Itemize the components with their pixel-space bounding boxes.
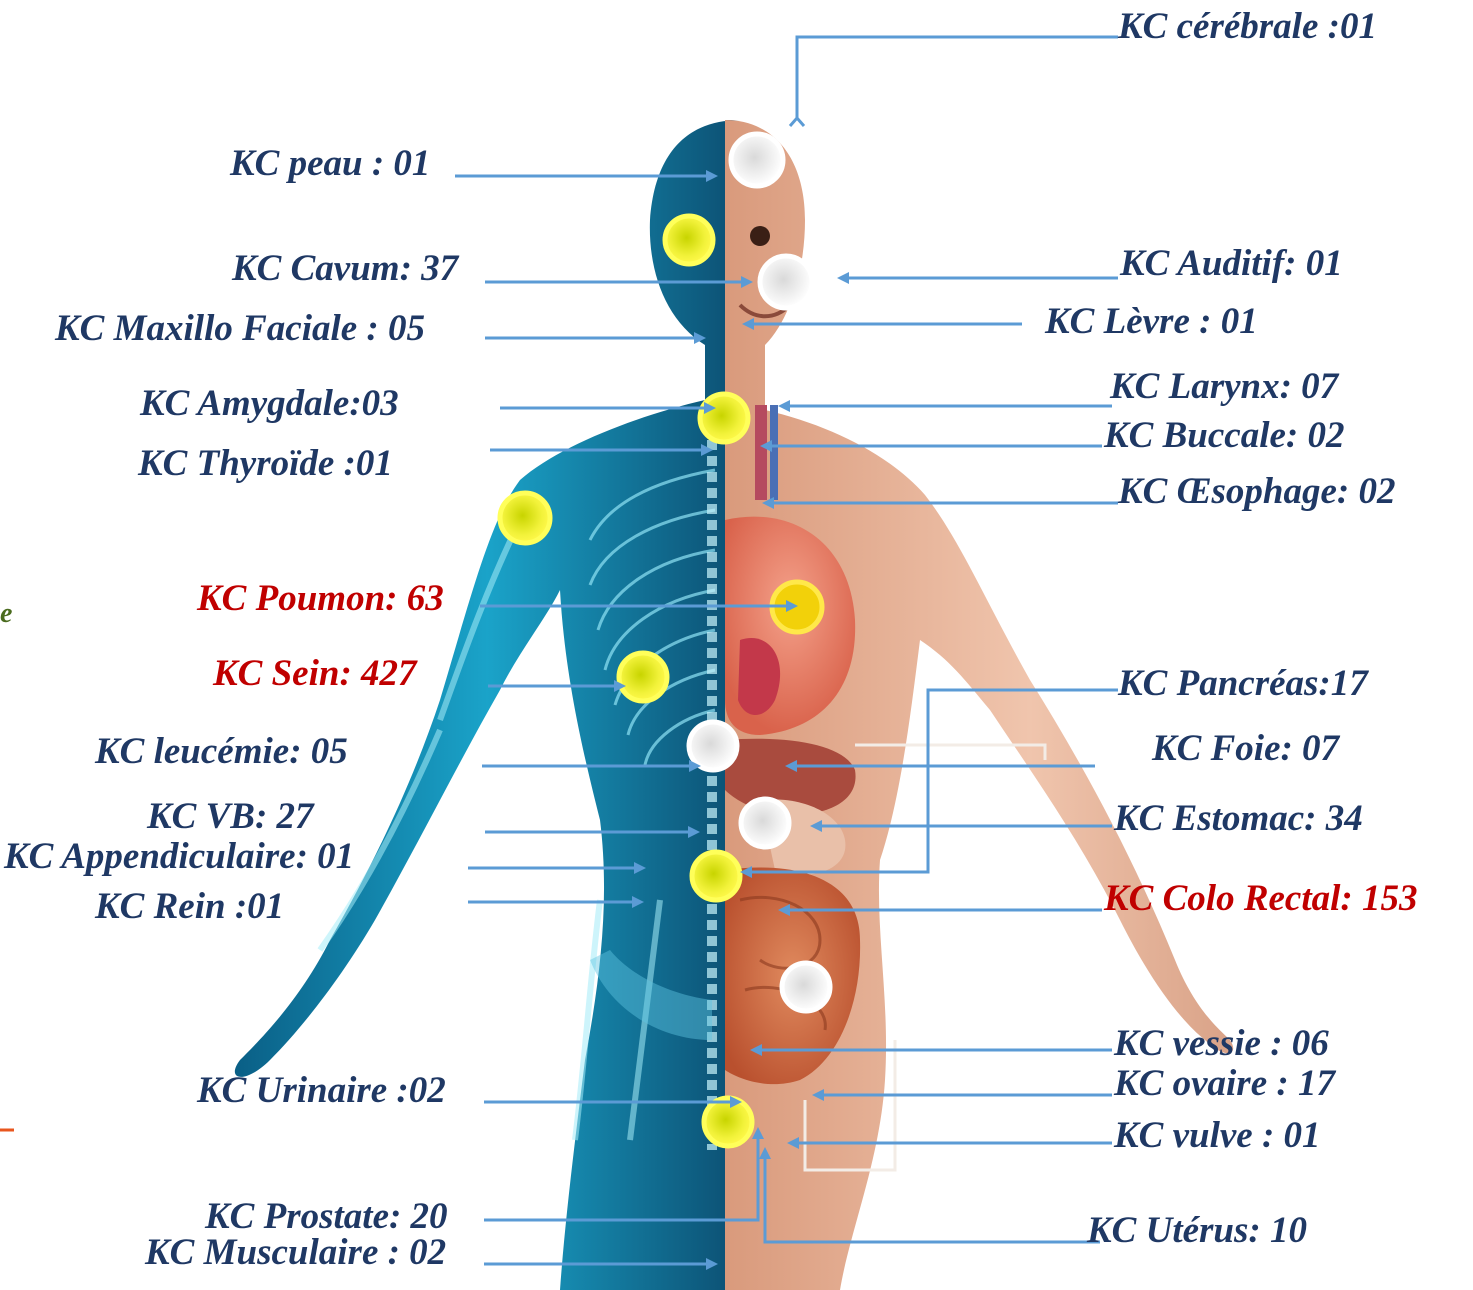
marker-cerebrale bbox=[731, 134, 783, 186]
label-leucemie: KC leucémie: 05 bbox=[95, 733, 348, 770]
marker-estomac bbox=[741, 799, 789, 847]
label-thyroide: KC Thyroïde :01 bbox=[138, 445, 393, 482]
label-urinaire: KC Urinaire :02 bbox=[197, 1072, 446, 1109]
stray-text-fragment: e bbox=[0, 600, 12, 628]
label-poumon: KC Poumon: 63 bbox=[197, 580, 444, 617]
marker-auditif bbox=[760, 256, 812, 308]
label-larynx: KC Larynx: 07 bbox=[1110, 368, 1338, 405]
xray-half bbox=[235, 120, 740, 1290]
label-uterus: KC Utérus: 10 bbox=[1087, 1212, 1307, 1249]
label-ovaire: KC ovaire : 17 bbox=[1114, 1065, 1335, 1102]
marker-prostate bbox=[704, 1098, 752, 1146]
label-maxillo-faciale: KC Maxillo Faciale : 05 bbox=[55, 310, 425, 347]
label-vessie: KC vessie : 06 bbox=[1114, 1025, 1329, 1062]
label-peau: KC peau : 01 bbox=[230, 145, 430, 182]
label-oesophage: KC Œsophage: 02 bbox=[1118, 473, 1396, 510]
marker-leucemie bbox=[689, 722, 737, 770]
label-cerebrale: KC cérébrale :01 bbox=[1118, 8, 1377, 45]
label-appendiculaire: KC Appendiculaire: 01 bbox=[4, 838, 354, 875]
marker-ovaire bbox=[782, 963, 830, 1011]
label-pancreas: KC Pancréas:17 bbox=[1118, 665, 1368, 702]
label-buccale: KC Buccale: 02 bbox=[1104, 417, 1344, 454]
marker-peau bbox=[665, 216, 713, 264]
label-vb: KC VB: 27 bbox=[147, 798, 314, 835]
label-sein: KC Sein: 427 bbox=[213, 655, 417, 692]
marker-shoulder bbox=[500, 493, 550, 543]
label-estomac: KC Estomac: 34 bbox=[1114, 800, 1363, 837]
label-amygdale: KC Amygdale:03 bbox=[140, 385, 399, 422]
marker-amygdale bbox=[700, 394, 748, 442]
marker-pancreas bbox=[692, 852, 740, 900]
label-colo-rectal: KC Colo Rectal: 153 bbox=[1104, 880, 1417, 917]
label-rein: KC Rein :01 bbox=[95, 888, 284, 925]
label-auditif: KC Auditif: 01 bbox=[1120, 245, 1343, 282]
label-musculaire: KC Musculaire : 02 bbox=[145, 1234, 446, 1271]
label-prostate: KC Prostate: 20 bbox=[205, 1198, 448, 1235]
label-vulve: KC vulve : 01 bbox=[1114, 1117, 1321, 1154]
label-cavum: KC Cavum: 37 bbox=[232, 250, 458, 287]
marker-sein bbox=[619, 653, 667, 701]
label-foie: KC Foie: 07 bbox=[1152, 730, 1339, 767]
label-levre: KC Lèvre : 01 bbox=[1045, 303, 1258, 340]
